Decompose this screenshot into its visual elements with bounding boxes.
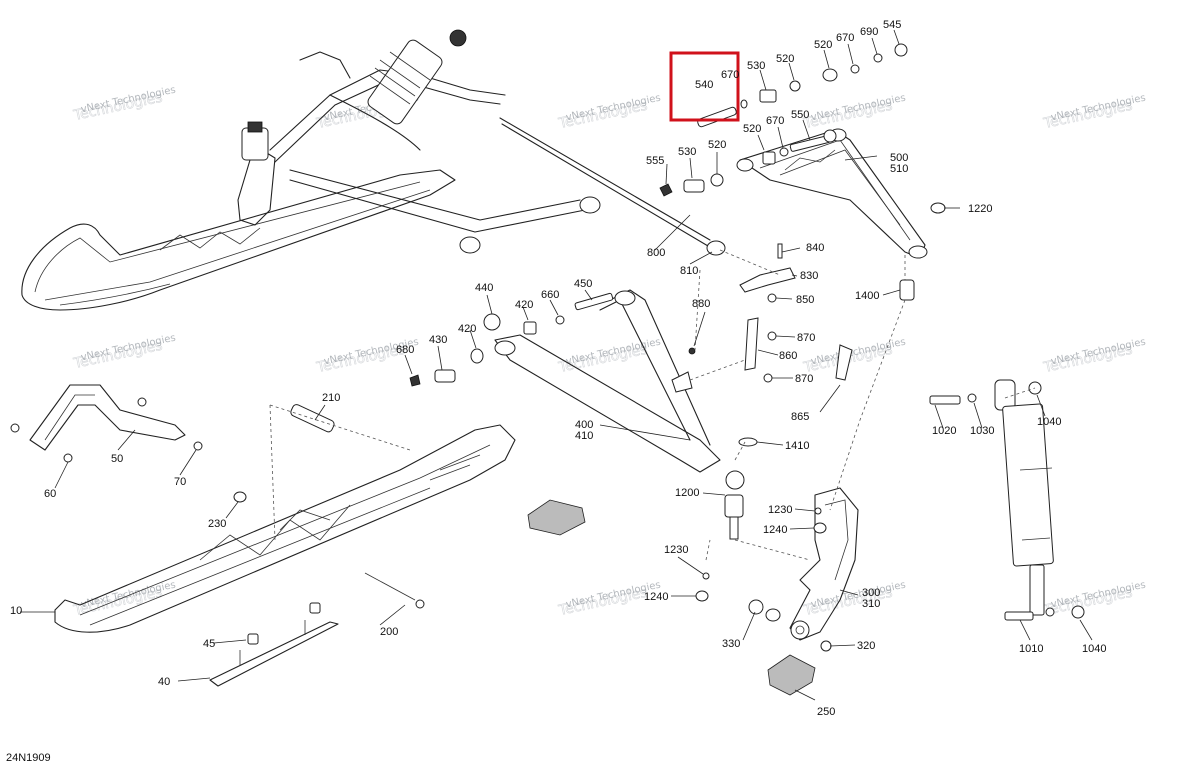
part-label-540[interactable]: 540 (695, 79, 713, 91)
part-label-300[interactable]: 300 (862, 587, 880, 599)
part-label-660[interactable]: 660 (541, 289, 559, 301)
part-label-1240-left[interactable]: 1240 (644, 591, 668, 603)
part-label-520-top-left[interactable]: 520 (776, 53, 794, 65)
part-label-45[interactable]: 45 (203, 638, 215, 650)
part-label-555[interactable]: 555 (646, 155, 664, 167)
shock-illustration (367, 29, 467, 125)
part-label-690[interactable]: 690 (860, 26, 878, 38)
part-label-670-middle[interactable]: 670 (766, 115, 784, 127)
ski-illustration (54, 424, 516, 633)
part-label-310[interactable]: 310 (862, 598, 880, 610)
part-label-10[interactable]: 10 (10, 605, 22, 617)
part-label-670-top[interactable]: 670 (721, 69, 739, 81)
part-label-800[interactable]: 800 (647, 247, 665, 259)
part-label-330[interactable]: 330 (722, 638, 740, 650)
part-label-530-top[interactable]: 530 (747, 60, 765, 72)
highlight-box-540[interactable] (669, 51, 740, 122)
part-label-830[interactable]: 830 (800, 270, 818, 282)
part-label-850[interactable]: 850 (796, 294, 814, 306)
part-label-1240-right[interactable]: 1240 (763, 524, 787, 536)
part-label-420-upper[interactable]: 420 (515, 299, 533, 311)
part-label-1400[interactable]: 1400 (855, 290, 879, 302)
shock-absorber-illustration (994, 379, 1054, 616)
upper-a-arm-illustration (736, 128, 928, 259)
hardware-illustration (10, 43, 1085, 652)
part-label-50[interactable]: 50 (111, 453, 123, 465)
part-label-200[interactable]: 200 (380, 626, 398, 638)
part-label-680[interactable]: 680 (396, 344, 414, 356)
ski-runner-illustration (209, 620, 339, 687)
part-label-880[interactable]: 880 (692, 298, 710, 310)
part-label-400[interactable]: 400 (575, 419, 593, 431)
part-label-500[interactable]: 500 (890, 152, 908, 164)
part-labels: 10 40 45 50 60 70 200 210 230 250 300 31… (10, 19, 1106, 718)
part-label-550[interactable]: 550 (791, 109, 809, 121)
leader-lines (20, 29, 1093, 701)
part-label-1220[interactable]: 1220 (968, 203, 992, 215)
part-label-450[interactable]: 450 (574, 278, 592, 290)
ski-handle-illustration (29, 384, 186, 451)
part-label-230[interactable]: 230 (208, 518, 226, 530)
part-label-810[interactable]: 810 (680, 265, 698, 277)
diagram-code: 24N1909 (6, 752, 51, 764)
part-label-865[interactable]: 865 (791, 411, 809, 423)
skid-pad-illustration (527, 499, 816, 696)
part-label-520-lower[interactable]: 520 (708, 139, 726, 151)
part-label-410[interactable]: 410 (575, 430, 593, 442)
part-label-210[interactable]: 210 (322, 392, 340, 404)
part-label-510[interactable]: 510 (890, 163, 908, 175)
part-label-860[interactable]: 860 (779, 350, 797, 362)
part-label-420-lower[interactable]: 420 (458, 323, 476, 335)
part-label-1020[interactable]: 1020 (932, 425, 956, 437)
part-label-1230-right[interactable]: 1230 (768, 504, 792, 516)
part-label-40[interactable]: 40 (158, 676, 170, 688)
part-label-1030[interactable]: 1030 (970, 425, 994, 437)
spindle-illustration (789, 487, 859, 641)
part-label-1200[interactable]: 1200 (675, 487, 699, 499)
lower-a-arm-illustration (494, 289, 721, 473)
part-label-70[interactable]: 70 (174, 476, 186, 488)
assembled-suspension-illustration (21, 29, 711, 311)
part-label-1040-upper[interactable]: 1040 (1037, 416, 1061, 428)
part-label-840[interactable]: 840 (806, 242, 824, 254)
assembly-lines (269, 249, 1036, 561)
part-label-520-middle[interactable]: 520 (743, 123, 761, 135)
part-label-250[interactable]: 250 (817, 706, 835, 718)
part-label-520-top-right[interactable]: 520 (814, 39, 832, 51)
part-label-870-lower[interactable]: 870 (795, 373, 813, 385)
part-label-545[interactable]: 545 (883, 19, 901, 31)
part-label-670-right[interactable]: 670 (836, 32, 854, 44)
part-label-1010[interactable]: 1010 (1019, 643, 1043, 655)
part-label-530-lower[interactable]: 530 (678, 146, 696, 158)
part-label-870-upper[interactable]: 870 (797, 332, 815, 344)
part-label-1040-lower[interactable]: 1040 (1082, 643, 1106, 655)
part-label-440[interactable]: 440 (475, 282, 493, 294)
part-label-60[interactable]: 60 (44, 488, 56, 500)
part-label-430[interactable]: 430 (429, 334, 447, 346)
part-label-1230-left[interactable]: 1230 (664, 544, 688, 556)
part-label-1410[interactable]: 1410 (785, 440, 809, 452)
part-label-320[interactable]: 320 (857, 640, 875, 652)
